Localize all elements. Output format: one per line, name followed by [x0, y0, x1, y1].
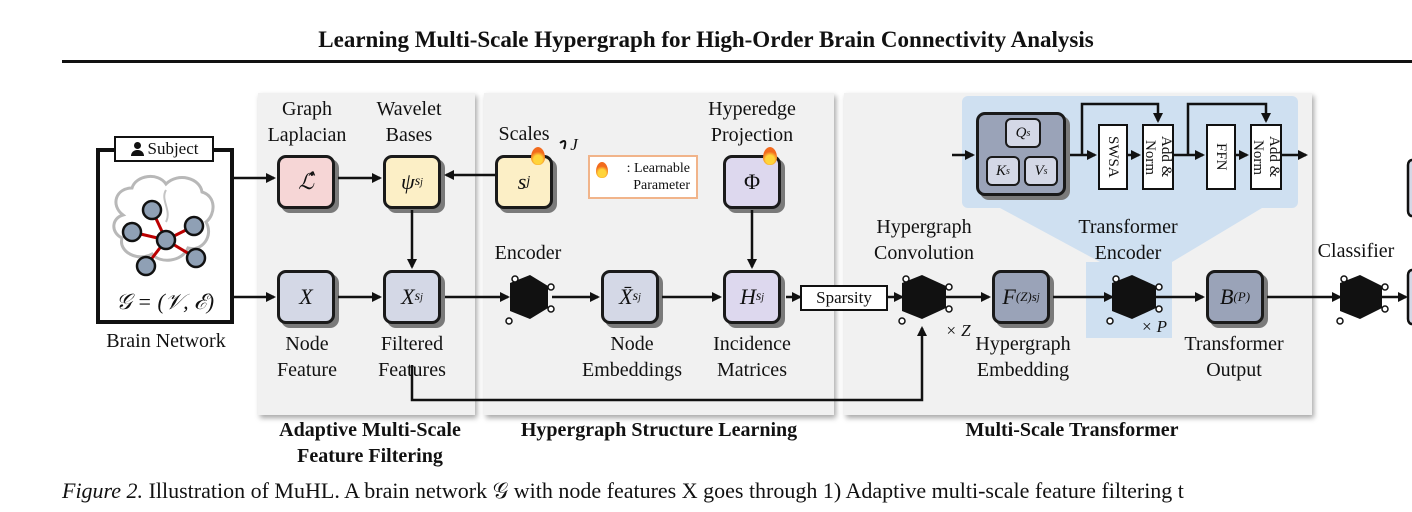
- person-icon: [130, 142, 144, 156]
- subject-label: Subject: [147, 139, 199, 158]
- swsa-block: SWSA: [1098, 124, 1128, 190]
- brain-network-label: Brain Network: [106, 330, 226, 352]
- transformer-title: Multi-Scale Transformer: [965, 419, 1179, 441]
- flame-icon: [531, 147, 545, 165]
- convolution-repeat: × Z: [945, 321, 971, 340]
- ffn-block: FFN: [1206, 124, 1236, 190]
- brain-node: [121, 221, 143, 243]
- sparsity-box: Sparsity: [800, 285, 888, 311]
- scales-count: J: [570, 135, 578, 154]
- paper-header-title: Learning Multi-Scale Hypergraph for High…: [318, 27, 1094, 52]
- transformer-output-node: B(P): [1206, 270, 1264, 324]
- figure-caption: Figure 2. Illustration of MuHL. A brain …: [62, 478, 1184, 503]
- brain-node: [185, 247, 207, 269]
- structure-learning-title: Hypergraph Structure Learning: [520, 419, 798, 441]
- add-norm-block-2: Add & Norm: [1250, 124, 1282, 190]
- brain-node: [155, 229, 177, 251]
- scales-label: Scales: [498, 123, 550, 145]
- flame-icon: [596, 162, 608, 178]
- encoder-label: Encoder: [494, 242, 562, 264]
- graph-laplacian-node: ℒ̂: [277, 155, 335, 209]
- brain-node: [141, 199, 163, 221]
- add-norm-block: Add & Norm: [1142, 124, 1174, 190]
- encoder-repeat: × P: [1140, 317, 1168, 336]
- graph-definition: 𝒢 = (𝒱, ℰ): [115, 289, 215, 314]
- brain-node: [135, 255, 157, 277]
- classifier-label: Classifier: [1317, 240, 1395, 262]
- subject-tag: Subject: [114, 136, 214, 162]
- header-rule: [62, 60, 1412, 63]
- node-feature-node: X: [277, 270, 335, 324]
- flame-icon: [763, 147, 777, 165]
- brain-node: [183, 215, 205, 237]
